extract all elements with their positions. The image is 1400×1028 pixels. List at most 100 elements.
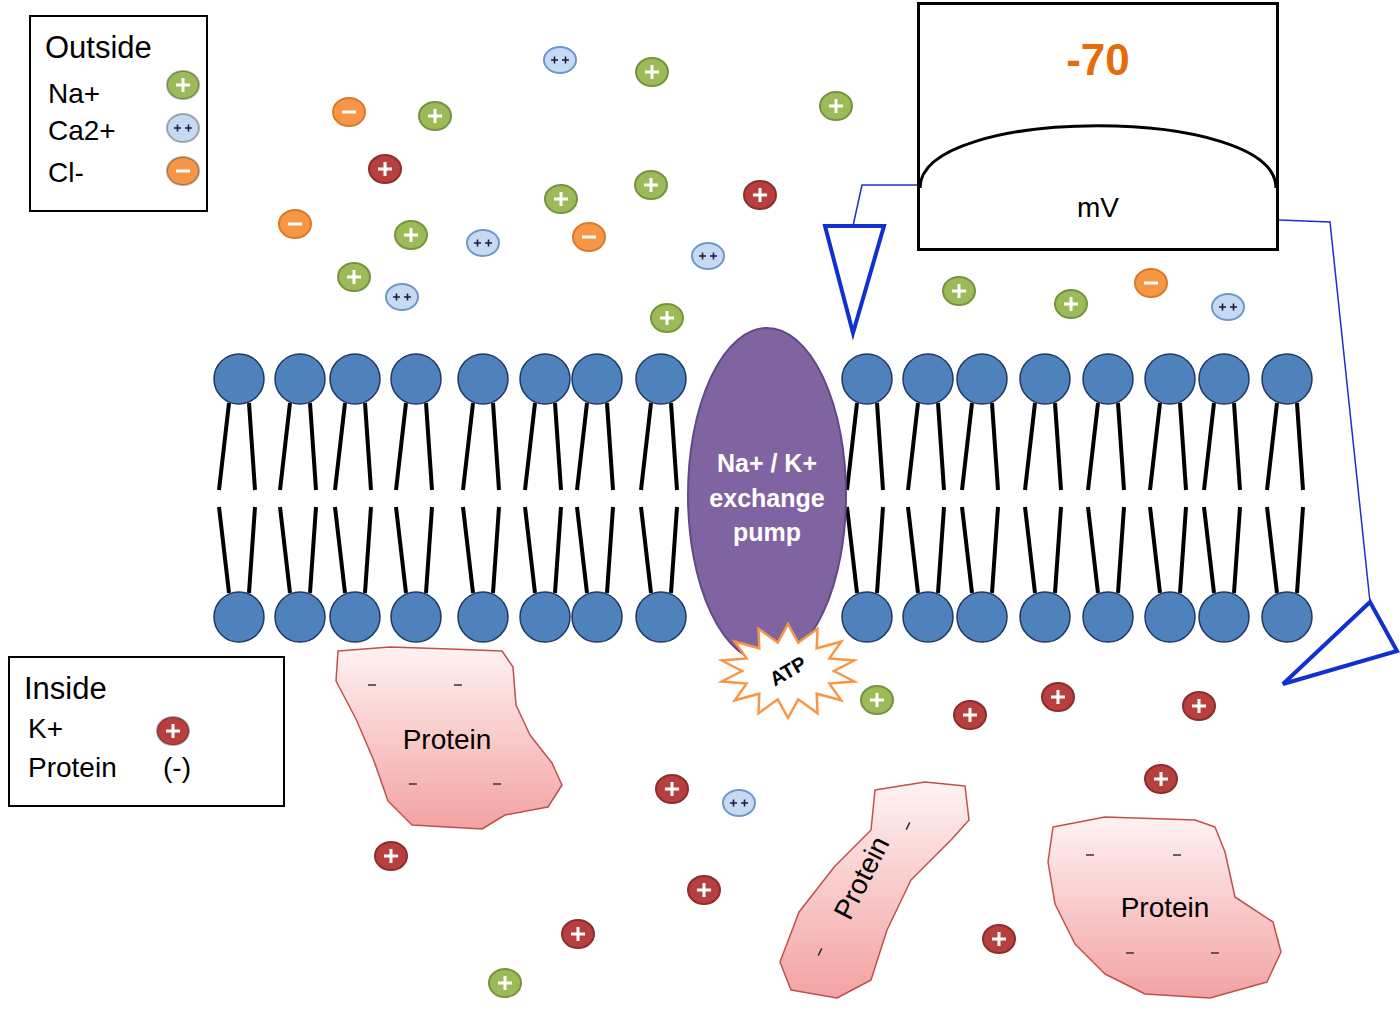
legend-heading: Inside [24,673,224,704]
charge-mark [906,822,910,829]
sodium-ion [489,969,521,997]
phospholipid [1145,354,1195,642]
calcium-ion [1212,294,1244,320]
legend-text: Cl- [48,159,168,187]
potassium-ion [1145,765,1177,793]
charge-mark [1173,854,1181,856]
charge-mark [493,783,501,785]
swatch-dot [167,71,199,99]
sodium-ion [1055,290,1087,318]
pump-label: Na+ / K+ exchange pump [697,446,837,550]
potassium-ion [983,925,1015,953]
atp-star [722,624,855,718]
potassium-ion [1042,683,1074,711]
sodium-ion [943,277,975,305]
potassium-ion [656,775,688,803]
legend-text: K+ [28,715,148,743]
protein-blob: Protein [330,645,565,831]
charge-mark [1086,854,1094,856]
sodium-ion [861,686,893,714]
sodium-ion [545,185,577,213]
sodium-ion [651,304,683,332]
swatch-dot [157,717,189,745]
legend-text: Protein [28,754,148,782]
legend-box: InsideK+ Protein (-) [8,656,285,807]
voltmeter: -70 mV [917,2,1279,251]
charge-mark [368,684,376,686]
potassium-ion [744,181,776,209]
chloride-ion [333,98,365,126]
phospholipid [1083,354,1133,642]
phospholipid [458,354,508,642]
voltage-reading: -70 [920,38,1276,82]
legend-text: Na+ [48,80,168,108]
phospholipid [520,354,570,642]
unit-label: mV [920,194,1276,222]
phospholipid [330,354,380,642]
charge-sign [166,724,180,738]
pump-ellipse: Na+ / K+ exchange pump [687,327,847,663]
sodium-ion [636,58,668,86]
phospholipid [214,354,264,642]
potassium-ion [375,842,407,870]
charge-mark [409,783,417,785]
potassium-ion [369,155,401,183]
chloride-ion [1135,269,1167,297]
calcium-ion [386,284,418,310]
phospholipid [275,354,325,642]
legend-heading: Outside [45,32,205,63]
phospholipid [636,354,686,642]
sodium-ion [419,102,451,130]
potassium-ion [1183,692,1215,720]
legend-text: Ca2+ [48,117,168,145]
meter-dome [920,126,1276,188]
protein-label: Protein [1085,894,1245,922]
electrode-wire [853,185,917,226]
protein-shape [775,780,970,1000]
sodium-ion [820,92,852,120]
phospholipid [1262,354,1312,642]
atp-burst: ATP [718,622,858,720]
chloride-ion [573,223,605,251]
legend-sample: (-) [163,754,223,782]
calcium-ion [544,47,576,73]
protein-label: Protein [367,726,527,754]
phospholipid [391,354,441,642]
charge-sign [176,78,190,92]
phospholipid [842,354,892,642]
charge-sign [174,125,192,132]
swatch-dot [167,157,199,185]
calcium-ion [467,230,499,256]
potassium-ion [954,701,986,729]
sodium-ion [338,263,370,291]
electrodes [825,185,1397,684]
charge-mark [818,948,822,955]
swatch-dot [167,114,199,142]
protein-outline [1048,817,1281,998]
phospholipid [903,354,953,642]
protein-blob: Protein [1045,812,1283,1000]
phospholipid [1020,354,1070,642]
charge-mark [1126,952,1134,954]
legend-swatch [166,113,200,143]
charge-mark [1211,952,1219,954]
potassium-ion [688,876,720,904]
chloride-ion [279,210,311,238]
electrode-wire [1279,220,1370,602]
calcium-ion [692,243,724,269]
protein-outline [780,782,969,998]
protein-outline [336,647,562,829]
phospholipid [572,354,622,642]
phospholipid [957,354,1007,642]
charge-sign [176,170,190,173]
electrode-tip [825,226,884,333]
charge-mark [454,684,462,686]
legend-swatch [166,70,200,100]
potassium-ion [562,920,594,948]
sodium-ion [635,171,667,199]
calcium-ion [723,790,755,816]
sodium-ion [395,221,427,249]
legend-box: OutsideNa+ Ca2+ Cl- [29,15,208,212]
electrode-tip [1283,602,1397,684]
